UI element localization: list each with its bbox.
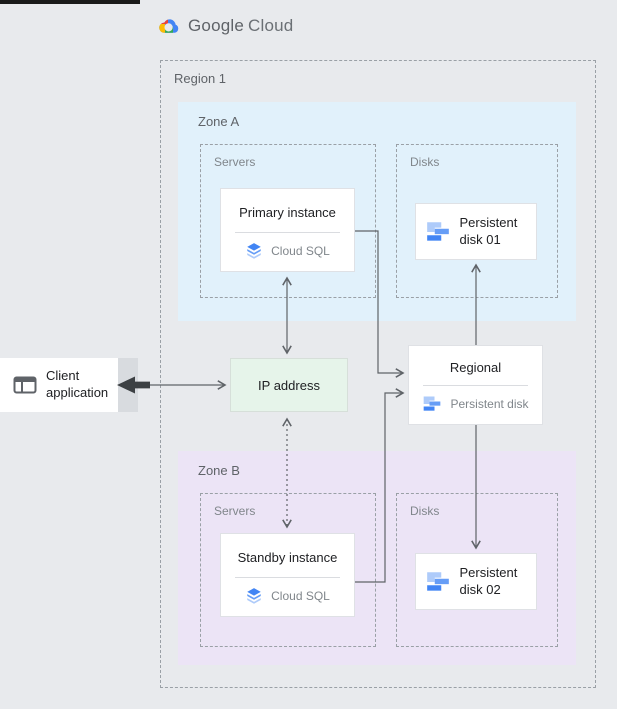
persistent-disk-icon bbox=[425, 219, 451, 245]
regional-persistent-disk-card[interactable]: Regional Persistent disk bbox=[408, 345, 543, 425]
standby-instance-product: Cloud SQL bbox=[271, 589, 330, 603]
zone-b-servers-label: Servers bbox=[214, 504, 256, 518]
client-application-card[interactable]: Client application bbox=[0, 358, 118, 412]
zone-a-label: Zone A bbox=[198, 114, 240, 129]
persistent-disk-01-card[interactable]: Persistent disk 01 bbox=[415, 203, 537, 260]
region-1-label: Region 1 bbox=[174, 71, 227, 86]
zone-b-label: Zone B bbox=[198, 463, 240, 478]
card-divider bbox=[235, 577, 340, 578]
cloud-sql-icon bbox=[245, 587, 263, 605]
zone-a-disks-group: Disks bbox=[396, 144, 558, 298]
primary-instance-product: Cloud SQL bbox=[271, 244, 330, 258]
persistent-disk-icon bbox=[425, 569, 451, 595]
top-accent-bar bbox=[0, 0, 140, 4]
card-divider bbox=[235, 232, 340, 233]
client-application-label: Client application bbox=[46, 368, 109, 400]
standby-instance-card[interactable]: Standby instance Cloud SQL bbox=[220, 533, 355, 617]
persistent-disk-02-label: Persistent disk 02 bbox=[459, 564, 518, 597]
persistent-disk-02-card[interactable]: Persistent disk 02 bbox=[415, 553, 537, 610]
persistent-disk-icon bbox=[422, 394, 442, 414]
standby-instance-title: Standby instance bbox=[237, 550, 338, 565]
client-application-icon bbox=[13, 375, 37, 395]
primary-instance-card[interactable]: Primary instance Cloud SQL bbox=[220, 188, 355, 272]
logo-word-google: Google bbox=[188, 16, 245, 35]
google-cloud-icon bbox=[155, 16, 181, 36]
cloud-sql-icon bbox=[245, 242, 263, 260]
logo-word-cloud: Cloud bbox=[248, 16, 294, 35]
zone-b-disks-label: Disks bbox=[410, 504, 440, 518]
card-divider bbox=[423, 385, 528, 386]
persistent-disk-01-label: Persistent disk 01 bbox=[459, 214, 518, 247]
zone-a-disks-label: Disks bbox=[410, 155, 440, 169]
regional-title: Regional bbox=[449, 360, 502, 375]
client-application-edge-strip bbox=[118, 358, 138, 412]
primary-instance-title: Primary instance bbox=[239, 205, 336, 220]
ip-address-label: IP address bbox=[258, 377, 320, 393]
regional-subtitle: Persistent disk bbox=[450, 397, 529, 411]
zone-a-servers-label: Servers bbox=[214, 155, 256, 169]
ip-address-card[interactable]: IP address bbox=[230, 358, 348, 412]
